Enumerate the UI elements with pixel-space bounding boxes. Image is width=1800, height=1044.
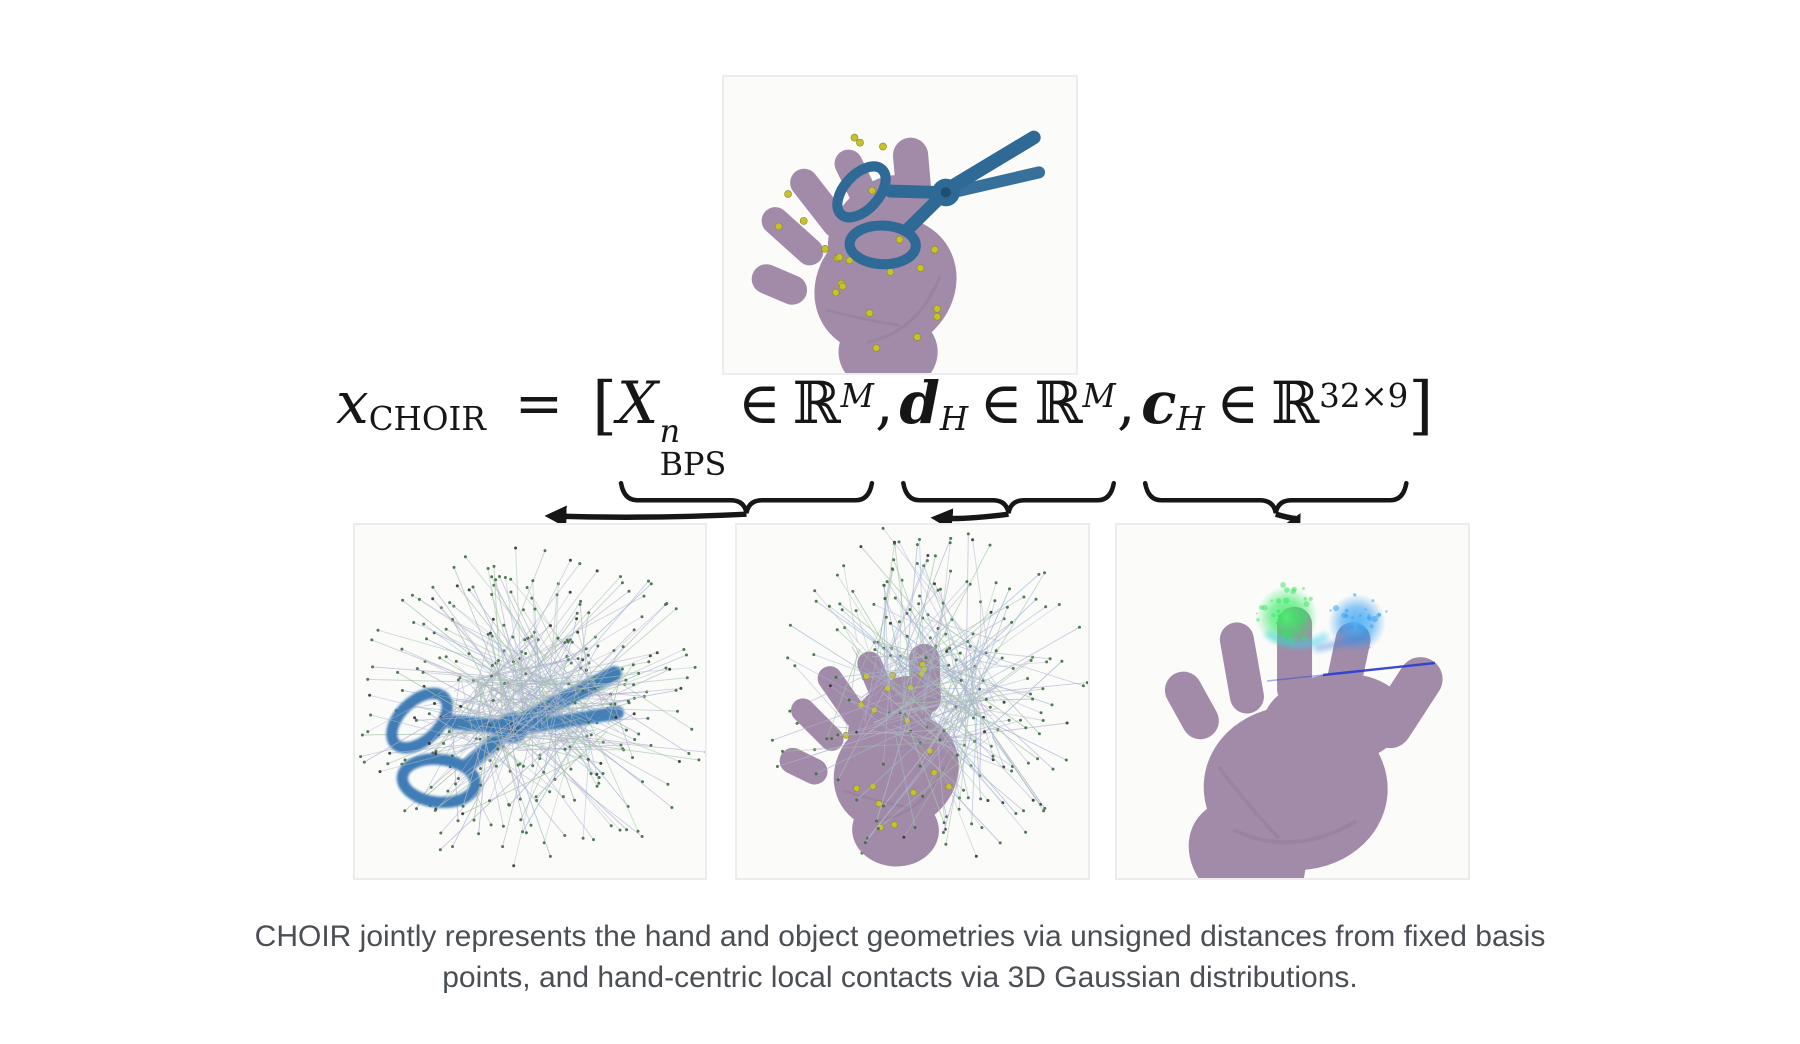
eq-comma-2: , (1116, 369, 1136, 437)
distance-rays (770, 526, 1081, 846)
distance-rays (362, 546, 705, 852)
brace-contact-gaussians (1142, 480, 1409, 514)
eq-term1-set-sup: M (1082, 376, 1116, 415)
eq-equals: = (514, 369, 564, 437)
eq-term0-sub: BPS (659, 444, 727, 483)
eq-open-bracket: [ (592, 368, 618, 443)
caption-line-1: CHOIR jointly represents the hand and ob… (254, 920, 1546, 953)
render-contact-gaussians (1164, 582, 1443, 878)
eq-lhs-sub: CHOIR (368, 400, 486, 439)
contact-gaussian-blue (1314, 593, 1388, 652)
axis-line (1322, 661, 1436, 677)
contact-gaussian-green (1255, 582, 1330, 648)
hand-mesh (751, 133, 957, 373)
brace-hand-distances (901, 480, 1117, 514)
scissors-mesh (832, 130, 1046, 270)
eq-term0-set-sup: M (840, 376, 874, 415)
eq-term1-in: ∈ (979, 369, 1023, 437)
eq-term0-set: ℝ (792, 369, 841, 437)
eq-term0-sup: n (659, 412, 681, 451)
render-object-bps-rays (359, 546, 705, 868)
arrow-hand-distances (930, 508, 1009, 531)
eq-term2-var: c (1141, 369, 1177, 437)
panel-hand-object-grasp (722, 75, 1078, 375)
eq-term-contact-gaussians: cH∈ℝ32×9 (1141, 374, 1408, 436)
figure-caption: CHOIR jointly represents the hand and ob… (0, 916, 1800, 998)
axis-line-faded (1266, 674, 1324, 682)
render-hand-object-grasp (751, 130, 1046, 373)
render-hand-bps-rays (770, 526, 1088, 867)
panel-object-bps-distances (353, 523, 707, 880)
eq-close-bracket: ] (1408, 368, 1434, 443)
eq-term2-sub: H (1176, 400, 1205, 439)
eq-term1-sub: H (939, 400, 969, 439)
eq-term2-in: ∈ (1216, 369, 1260, 437)
eq-term0-in: ∈ (737, 369, 781, 437)
eq-comma-1: , (875, 369, 894, 437)
brace-object-bps (618, 480, 875, 514)
panel-hand-bps-distances (735, 523, 1090, 880)
arrow-contact-gaussians (1275, 511, 1301, 538)
hand-mesh (1164, 606, 1443, 878)
caption-line-2: points, and hand-centric local contacts … (442, 961, 1358, 994)
eq-term0-var: X (617, 369, 659, 437)
eq-lhs-var: x (336, 369, 369, 437)
eq-term1-var: d (899, 369, 940, 437)
eq-term2-set: ℝ (1270, 369, 1320, 437)
panel-hand-contact-gaussians (1115, 523, 1470, 880)
eq-term1-set: ℝ (1034, 369, 1083, 437)
eq-term-hand-distances: dH∈ℝM (899, 374, 1115, 436)
arrow-object-bps (544, 505, 747, 528)
eq-term2-set-sup: 32×9 (1319, 376, 1409, 415)
